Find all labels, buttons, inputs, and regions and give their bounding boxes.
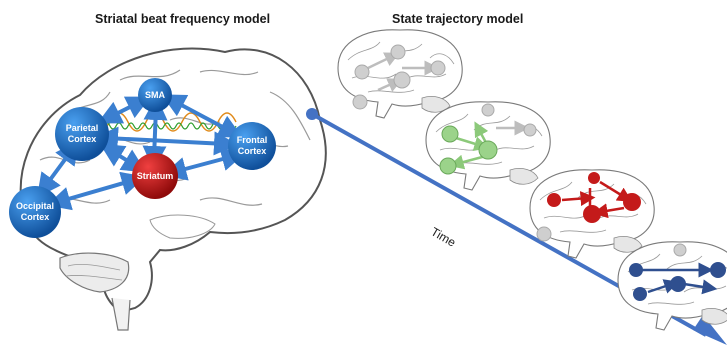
state-brain-blue — [617, 241, 727, 331]
state-brain-red — [529, 169, 655, 259]
sma-node: SMA — [138, 78, 172, 112]
striatum-node: Striatum — [132, 153, 178, 199]
sma-label: SMA — [145, 90, 166, 100]
parietal-label-line1: Parietal — [66, 123, 99, 133]
frontal-label-line2: Cortex — [238, 146, 267, 156]
frontal-label-line1: Frontal — [237, 135, 268, 145]
parietal-cortex-node: Parietal Cortex — [55, 107, 109, 161]
parietal-label-line2: Cortex — [68, 134, 97, 144]
occipital-label-line1: Occipital — [16, 201, 54, 211]
frontal-cortex-node: Frontal Cortex — [228, 122, 276, 170]
state-brain-gray — [337, 29, 463, 119]
connection-arrows — [36, 94, 246, 211]
state-brain-green — [425, 101, 551, 191]
time-label: Time — [429, 224, 459, 249]
striatum-label: Striatum — [137, 171, 174, 181]
occipital-cortex-node: Occipital Cortex — [9, 186, 61, 238]
occipital-label-line2: Cortex — [21, 212, 50, 222]
state-trajectory-title: State trajectory model — [392, 12, 524, 26]
striatal-model-title: Striatal beat frequency model — [95, 12, 271, 26]
